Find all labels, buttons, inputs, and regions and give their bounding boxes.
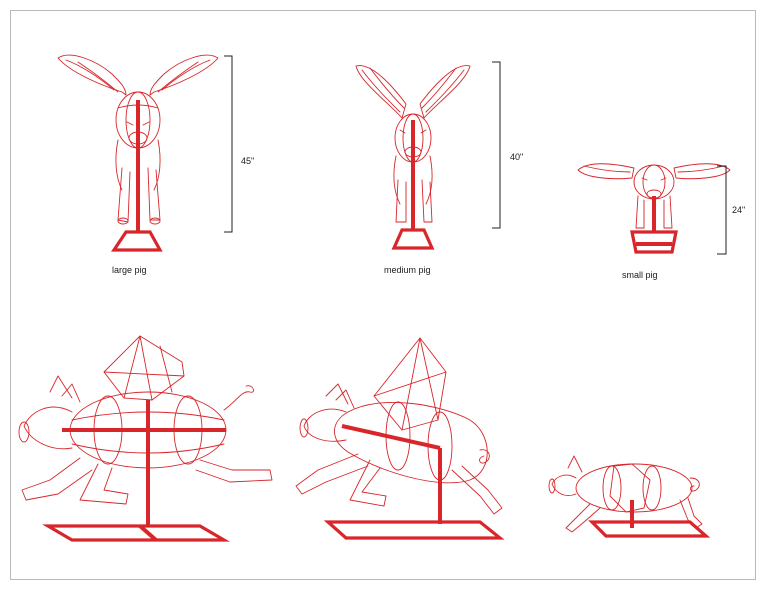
medium-pig-dimension bbox=[492, 61, 501, 229]
medium-pig-side-view bbox=[295, 337, 505, 540]
large-pig-front-view bbox=[57, 54, 219, 252]
large-pig-label: large pig bbox=[112, 265, 147, 275]
large-pig-side-view bbox=[18, 335, 273, 542]
medium-pig-base bbox=[391, 228, 435, 250]
small-pig-height-label: 24" bbox=[732, 205, 746, 215]
large-pig-left-ear bbox=[57, 54, 127, 96]
medium-pig-label: medium pig bbox=[384, 265, 431, 275]
small-pig-head bbox=[633, 164, 675, 200]
small-pig-base bbox=[630, 230, 678, 254]
large-pig-side-base bbox=[42, 524, 230, 542]
medium-pig-left-ear bbox=[355, 65, 407, 119]
large-pig-front-right-leg bbox=[147, 167, 161, 221]
medium-pig-front-view bbox=[355, 65, 471, 250]
small-pig-dimension bbox=[717, 165, 727, 255]
large-pig-dimension bbox=[224, 55, 233, 233]
small-pig-label: small pig bbox=[622, 270, 658, 280]
medium-pig-right-ear bbox=[419, 65, 471, 119]
large-pig-right-ear bbox=[149, 54, 219, 96]
medium-pig-side-body bbox=[334, 402, 488, 484]
small-pig-left-ear bbox=[577, 163, 635, 180]
large-pig-base bbox=[111, 230, 163, 252]
small-pig-side-view bbox=[548, 455, 711, 538]
small-pig-side-base bbox=[588, 520, 711, 538]
medium-pig-wing-cone bbox=[373, 337, 447, 431]
large-pig-height-label: 45" bbox=[241, 156, 255, 166]
medium-pig-side-base bbox=[323, 520, 505, 540]
large-pig-front-left-leg bbox=[117, 167, 131, 223]
small-pig-right-ear bbox=[673, 163, 731, 180]
medium-pig-height-label: 40" bbox=[510, 152, 524, 162]
small-pig-front-view bbox=[577, 163, 731, 254]
